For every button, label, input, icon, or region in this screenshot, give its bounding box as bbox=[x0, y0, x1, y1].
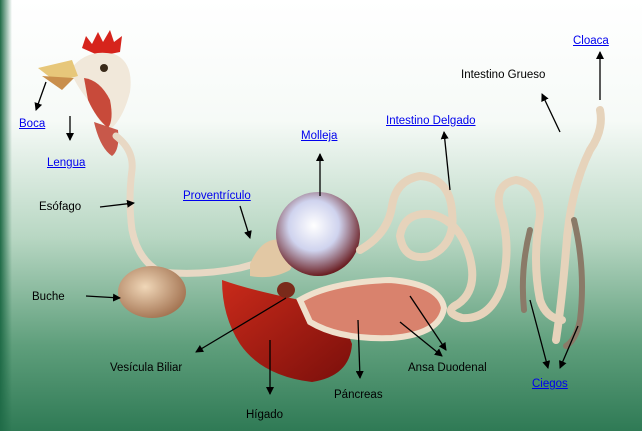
gallbladder-organ bbox=[277, 282, 295, 298]
crop-organ bbox=[118, 266, 186, 318]
label-buche: Buche bbox=[32, 290, 65, 304]
label-higado: Hígado bbox=[246, 408, 283, 422]
label-intestino-delgado[interactable]: Intestino Delgado bbox=[386, 114, 476, 128]
label-proventriculo[interactable]: Proventrículo bbox=[183, 189, 251, 203]
label-ciegos[interactable]: Ciegos bbox=[532, 377, 568, 391]
gizzard-organ bbox=[276, 192, 360, 276]
label-ansa-duodenal: Ansa Duodenal bbox=[408, 361, 487, 375]
label-molleja[interactable]: Molleja bbox=[301, 129, 337, 143]
left-edge-shade bbox=[0, 0, 12, 431]
label-boca[interactable]: Boca bbox=[19, 117, 45, 131]
label-lengua[interactable]: Lengua bbox=[47, 156, 85, 170]
duodenal-loop bbox=[300, 280, 444, 338]
label-vesicula-biliar: Vesícula Biliar bbox=[110, 361, 182, 375]
label-esofago: Esófago bbox=[39, 200, 81, 214]
label-intestino-grueso: Intestino Grueso bbox=[461, 68, 545, 82]
label-pancreas: Páncreas bbox=[334, 388, 383, 402]
label-cloaca[interactable]: Cloaca bbox=[573, 34, 609, 48]
